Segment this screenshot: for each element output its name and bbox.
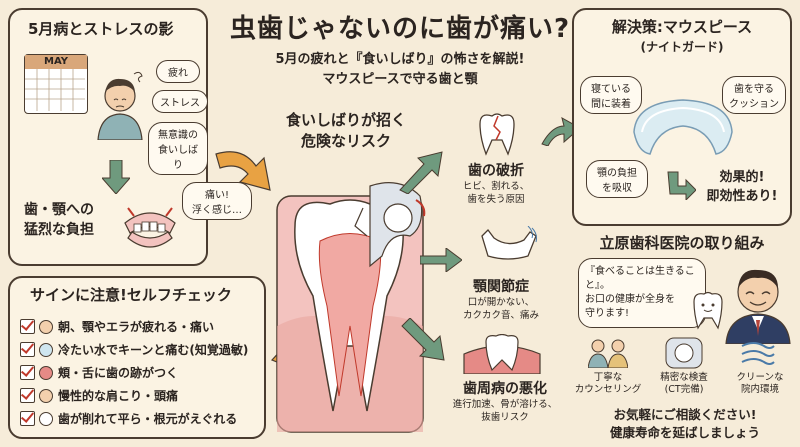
green-arrow-icon	[401, 318, 445, 361]
check-item-label: 頬・舌に歯の跡がつく	[58, 366, 179, 380]
feature-ct: 精密な検査 (CT完備)	[660, 372, 708, 395]
risk-periodontal-title: 歯周病の悪化	[463, 381, 547, 397]
check-item-tongue-marks: 頬・舌に歯の跡がつく	[20, 364, 178, 381]
self-check-panel: サインに注意!セルフチェック 朝、顎やエラが疲れる・痛い 冷たい水でキーンと痛む…	[8, 276, 266, 439]
feature-clean: クリーンな 院内環境	[736, 372, 784, 395]
solution-panel: 解決策:マウスピース (ナイトガード) 寝ている 間に装着 歯を守る クッション…	[572, 8, 792, 226]
checkbox-icon	[20, 365, 35, 380]
ct-scanner-icon	[665, 337, 703, 369]
bubble-cushion: 歯を守る クッション	[722, 76, 786, 114]
calendar-grid	[25, 69, 85, 111]
cracked-tooth-icon	[479, 113, 515, 156]
jaw-teeth-icon	[124, 207, 176, 248]
solution-effect: 効果的! 即効性あり!	[706, 170, 778, 204]
risk-tmj-title: 顎関節症	[473, 279, 529, 295]
tired-person-icon	[97, 71, 143, 140]
tongue-icon	[39, 365, 53, 380]
check-item-label: 歯が削れて平ら・根元がえぐれる	[58, 412, 238, 426]
bubble-pain: 痛い! 浮く感じ…	[182, 182, 252, 220]
clinic-title: 立原歯科医院の取り組み	[599, 234, 765, 252]
bubble-fatigue: 疲れ	[156, 60, 200, 83]
risk-tmj-desc: 口が開かない、 カクカク音、痛み	[462, 297, 539, 321]
check-item-label: 慢性的な肩こり・頭痛	[58, 389, 179, 403]
closing-line2: 健康寿命を延ばしましょう	[609, 425, 760, 440]
may-panel-title: 5月病とストレスの影	[28, 20, 174, 38]
solution-subtitle: (ナイトガード)	[640, 40, 724, 54]
cold-tooth-icon	[39, 342, 53, 357]
closing-line1: お気軽にご相談ください!	[613, 407, 757, 422]
checkbox-icon	[20, 342, 35, 357]
jaw-joint-illustration	[369, 182, 426, 268]
feature-counseling: 丁寧な カウンセリング	[574, 372, 642, 395]
bubble-clenching: 無意識の 食いしばり	[148, 122, 208, 175]
jaw-strain-text: 歯・顎への 猛烈な負担	[24, 202, 94, 238]
orange-arrow-icon	[215, 151, 271, 191]
green-arrow-icon	[667, 171, 696, 200]
mouthpiece-icon	[633, 99, 733, 155]
checkbox-icon	[20, 411, 35, 426]
jaw-icon	[39, 319, 53, 334]
worn-tooth-icon	[39, 411, 53, 426]
gum-disease-icon	[463, 334, 541, 374]
jaw-bone-icon	[481, 226, 537, 260]
risk-fracture-title: 歯の破折	[468, 163, 524, 179]
bubble-absorb-load: 顎の負担 を吸収	[586, 160, 648, 198]
check-item-jaw-fatigue: 朝、顎やエラが疲れる・痛い	[20, 318, 214, 335]
checkbox-icon	[20, 388, 35, 403]
down-arrow-icon	[102, 160, 130, 194]
calendar-month: MAY	[25, 55, 87, 69]
headache-icon	[39, 388, 53, 403]
page-title: 虫歯じゃないのに歯が痛い?	[229, 14, 571, 44]
solution-title: 解決策:マウスピース	[611, 18, 753, 36]
check-item-shoulder: 慢性的な肩こり・頭痛	[20, 387, 178, 404]
green-arrow-icon	[420, 248, 462, 272]
risk-title: 食いしばりが招く 危険なリスク	[285, 111, 406, 150]
check-item-label: 朝、顎やエラが疲れる・痛い	[58, 320, 215, 334]
bubble-wear-at-night: 寝ている 間に装着	[580, 76, 642, 114]
green-arrow-icon	[399, 151, 443, 194]
calendar-icon: MAY	[24, 54, 88, 114]
page-subtitle-line1: 5月の疲れと『食いしばり』の怖さを解説!	[275, 52, 525, 67]
risk-fracture-desc: ヒビ、割れる、 歯を失う原因	[462, 181, 530, 205]
page-subtitle-line2: マウスピースで守る歯と顎	[322, 72, 478, 87]
clinic-quote-bubble: 『食べることは生きること』。 お口の健康が全身を 守ります!	[578, 258, 706, 328]
check-item-worn-teeth: 歯が削れて平ら・根元がえぐれる	[20, 410, 237, 427]
bubble-stress: ストレス	[152, 90, 208, 113]
clean-air-icon	[741, 342, 775, 365]
checkbox-icon	[20, 319, 35, 334]
counseling-icon	[588, 339, 628, 368]
check-item-sensitivity: 冷たい水でキーンと痛む(知覚過敏)	[20, 341, 248, 358]
doctor-avatar	[725, 269, 791, 344]
tooth-mascot-icon	[693, 291, 723, 330]
tooth-cross-section-illustration	[276, 195, 424, 433]
check-item-label: 冷たい水でキーンと痛む(知覚過敏)	[58, 343, 249, 357]
self-check-title: サインに注意!セルフチェック	[30, 286, 232, 304]
may-stress-panel: 5月病とストレスの影 MAY 疲れ ストレス 無意識の 食いしばり 歯・顎への …	[8, 8, 252, 266]
risk-periodontal-desc: 進行加速、骨が溶ける、 抜歯リスク	[452, 399, 558, 423]
